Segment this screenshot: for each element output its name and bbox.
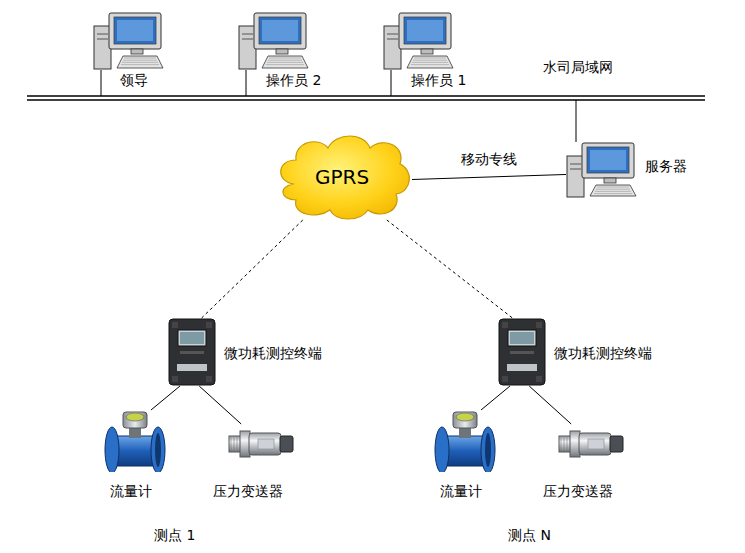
site-label: 测点 1 [154,526,195,544]
computer-icon [383,12,455,70]
device-label: 服务器 [645,157,687,175]
computer-node: 领导 [93,12,165,70]
device-label: 领导 [120,71,148,89]
site-label: 测点 N [508,526,551,544]
link-label: 移动专线 [459,150,519,168]
connector-line [529,386,571,424]
connector-line [199,386,241,424]
computer-node: 操作员 2 [238,12,310,70]
connector-line [412,174,566,179]
flowmeter-node: 流量计 [103,410,167,472]
terminal-icon [168,318,216,386]
computer-node: 操作员 1 [383,12,455,70]
computer-icon [93,12,165,70]
lan-bus [27,99,705,100]
terminal-node: 微功耗测控终端 [498,318,546,386]
wireless-link [202,220,303,318]
device-label: 流量计 [440,482,482,500]
drop-line [101,70,102,96]
drop-line [391,70,392,96]
device-label: 操作员 2 [266,71,321,89]
device-label: 压力变送器 [543,482,613,500]
wireless-link [387,220,513,318]
cloud-label: GPRS [315,165,369,189]
pressure-transmitter-node: 压力变送器 [558,424,624,464]
server-node: 服务器 [566,142,638,198]
device-label: 操作员 1 [411,71,466,89]
terminal-icon [498,318,546,386]
network-label: 水司局域网 [543,58,613,76]
drop-line [576,100,577,142]
device-label: 流量计 [110,482,152,500]
server-icon [566,142,638,198]
flowmeter-icon [433,410,497,472]
drop-line [246,70,247,96]
device-label: 微功耗测控终端 [224,344,322,362]
pressure-transmitter-icon [228,424,294,464]
computer-icon [238,12,310,70]
connector-line [151,386,180,410]
device-label: 压力变送器 [213,482,283,500]
pressure-transmitter-icon [558,424,624,464]
gprs-cloud-node: GPRS [272,130,412,220]
flowmeter-node: 流量计 [433,410,497,472]
terminal-node: 微功耗测控终端 [168,318,216,386]
pressure-transmitter-node: 压力变送器 [228,424,294,464]
flowmeter-icon [103,410,167,472]
lan-bus [27,95,705,96]
connector-line [481,386,510,410]
device-label: 微功耗测控终端 [554,344,652,362]
